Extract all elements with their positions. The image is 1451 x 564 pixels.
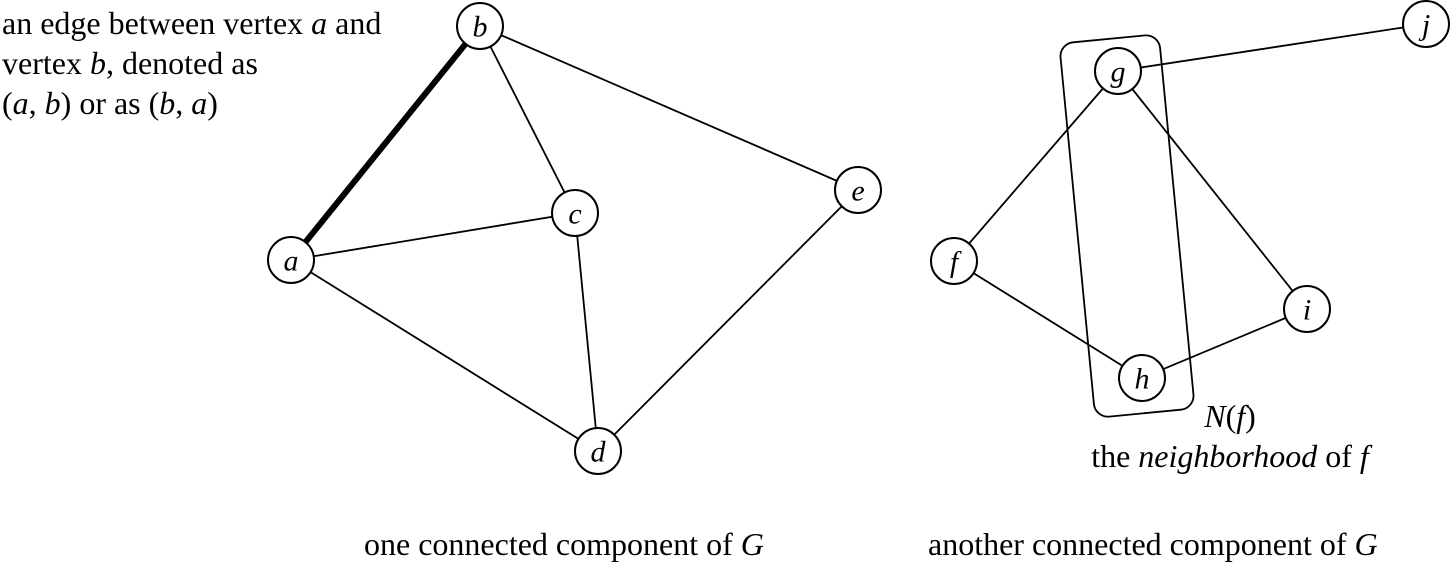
vertex-label-h: h — [1135, 363, 1150, 396]
vertex-label-j: j — [1418, 9, 1430, 42]
nbhd-symbol: ) — [1245, 398, 1256, 434]
edge-d-e — [597, 189, 859, 452]
vertex-i: i — [1283, 285, 1331, 333]
edge-note-var: b — [159, 85, 176, 121]
nbhd-note-var: f — [1359, 438, 1369, 474]
vertex-d: d — [574, 427, 622, 475]
vertex-c: c — [551, 189, 599, 237]
edge-a-b — [288, 24, 483, 262]
vertices-layer: a b c d e f g h i j — [267, 0, 1450, 475]
edge-note-text: , — [175, 85, 192, 121]
vertex-f: f — [930, 237, 978, 285]
edges-layer — [288, 23, 1427, 452]
vertex-a: a — [267, 236, 315, 284]
component-2-caption: another connected component of G — [928, 524, 1378, 564]
component-1-caption: one connected component of G — [364, 524, 764, 564]
neighborhood-box — [1059, 34, 1195, 418]
vertex-e: e — [834, 166, 882, 214]
edge-note-var: a — [191, 85, 208, 121]
vertex-circle-b — [456, 2, 504, 50]
vertex-circle-j — [1402, 0, 1450, 48]
component-1-var: G — [740, 526, 764, 562]
edge-note-text: ) — [207, 85, 218, 121]
vertex-h: h — [1118, 354, 1166, 402]
edge-a-c — [290, 212, 576, 261]
edge-a-d — [290, 259, 599, 452]
nbhd-symbol: N — [1204, 398, 1226, 434]
edge-c-d — [574, 212, 599, 452]
edge-g-i — [1117, 70, 1308, 310]
vertex-label-d: d — [591, 436, 607, 469]
component-2-text: another connected component of — [928, 526, 1355, 562]
vertex-label-a: a — [284, 245, 299, 278]
edge-note-text: ) or as ( — [60, 85, 160, 121]
edge-note-var: a — [12, 85, 29, 121]
vertex-circle-g — [1094, 47, 1142, 95]
edge-note-text: an edge between vertex — [2, 5, 312, 41]
vertex-circle-e — [834, 166, 882, 214]
component-2-var: G — [1354, 526, 1378, 562]
vertex-circle-a — [267, 236, 315, 284]
edge-h-i — [1141, 308, 1308, 379]
nbhd-note-text: the — [1091, 438, 1139, 474]
edge-note-text: , denoted as — [105, 45, 258, 81]
vertex-label-b: b — [473, 11, 488, 44]
edge-b-e — [479, 25, 859, 191]
nbhd-symbol: ( — [1225, 398, 1237, 434]
nbhd-symbol: f — [1236, 398, 1246, 434]
edge-g-j — [1117, 23, 1427, 72]
edge-b-c — [479, 25, 576, 214]
vertex-label-c: c — [568, 198, 581, 231]
vertex-label-i: i — [1303, 294, 1311, 327]
edge-note-var: a — [311, 5, 328, 41]
edge-note-text: vertex — [2, 45, 90, 81]
edge-note-var: b — [89, 45, 106, 81]
neighborhood-annotation: N(f) the neighborhood of f — [1060, 396, 1400, 476]
vertex-circle-i — [1283, 285, 1331, 333]
edge-note-var: b — [44, 85, 61, 121]
edge-note-text: , — [28, 85, 45, 121]
edge-annotation: an edge between vertex a and vertex b, d… — [2, 3, 381, 123]
edge-note-text: ( — [2, 85, 13, 121]
vertex-circle-f — [930, 237, 978, 285]
vertex-g: g — [1094, 47, 1142, 95]
vertex-b: b — [456, 2, 504, 50]
vertex-label-e: e — [851, 175, 864, 208]
edge-note-text: and — [327, 5, 382, 41]
vertex-circle-h — [1118, 354, 1166, 402]
nbhd-note-text: of — [1317, 438, 1360, 474]
edge-f-h — [953, 260, 1143, 379]
edge-f-g — [953, 70, 1119, 262]
vertex-circle-c — [551, 189, 599, 237]
component-1-text: one connected component of — [364, 526, 741, 562]
vertex-circle-d — [574, 427, 622, 475]
vertex-label-g: g — [1111, 56, 1126, 89]
nbhd-note-emphasis: neighborhood — [1138, 438, 1318, 474]
vertex-j: j — [1402, 0, 1450, 48]
